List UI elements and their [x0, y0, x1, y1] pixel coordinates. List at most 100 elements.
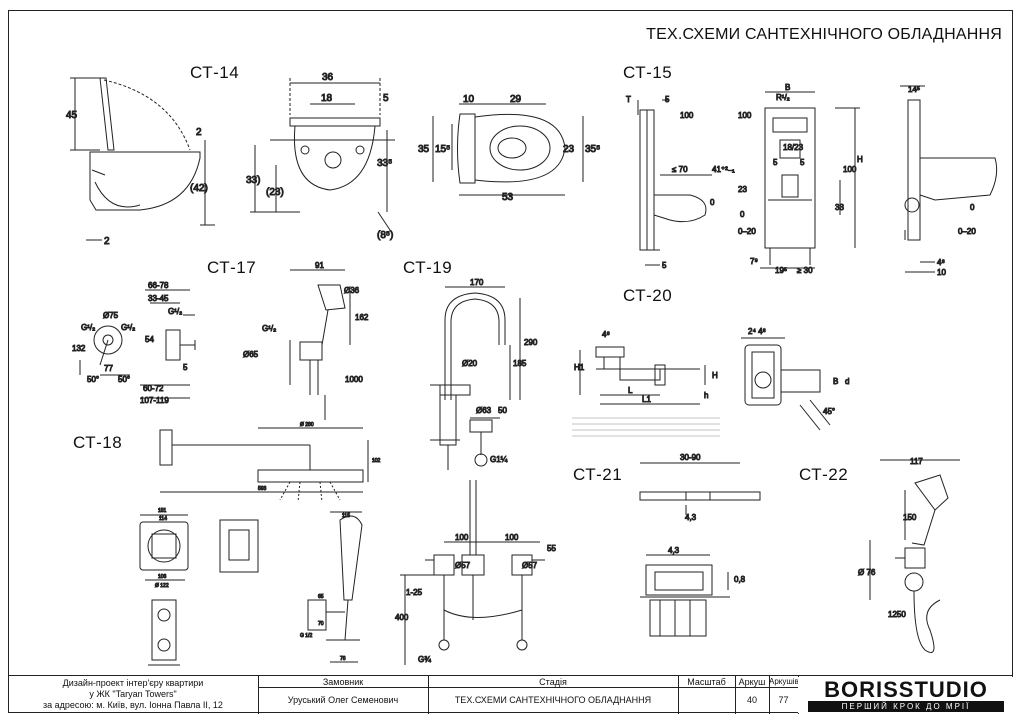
- dim-ct19-o63: Ø63: [476, 406, 492, 415]
- dim-ct21-3090: 30-90: [680, 453, 701, 462]
- title-block: Дизайн-проект інтер'єру квартири у ЖК "T…: [8, 675, 1013, 714]
- dim-ct19-290: 290: [524, 338, 538, 347]
- dim-ct19-o20: Ø20: [462, 359, 478, 368]
- ct17-mixer-front-view: [79, 325, 130, 376]
- dim-ct17-g12c: G¹/₂: [168, 307, 182, 316]
- label-ct14: СТ-14: [190, 63, 240, 82]
- ct15-installation-front-view: [760, 91, 860, 269]
- dim-ct15-14: 14⁵: [908, 85, 920, 94]
- label-ct20: СТ-20: [623, 286, 673, 305]
- dim-ct14-5: 5: [383, 93, 389, 104]
- dim-ct20-28: 2⁴ 4⁸: [748, 327, 766, 336]
- dim-ct14-29: 29: [510, 94, 522, 105]
- dim-ct21-43a: 4,3: [685, 513, 697, 522]
- dim-ct15-ge30: ≥ 30: [797, 266, 813, 275]
- sheet-title: ТЕХ.СХЕМИ САНТЕХНІЧНОГО ОБЛАДНАННЯ: [646, 26, 1002, 43]
- dim-ct22-o76: Ø 76: [858, 568, 876, 577]
- dim-ct17-g12a: G¹/₂: [81, 323, 95, 332]
- dim-ct15-5c: 5: [773, 158, 778, 167]
- stage-header: Стадія: [539, 677, 567, 687]
- stage-value: ТЕХ.СХЕМИ САНТЕХНІЧНОГО ОБЛАДНАННЯ: [454, 695, 652, 705]
- dim-ct15-19: 19⁵: [775, 266, 787, 275]
- dim-ct15-33: 33: [835, 203, 844, 212]
- dim-ct17-91: 91: [315, 261, 324, 270]
- ct18-shower-head-arm: [159, 427, 369, 503]
- dim-ct18-65: 65: [318, 594, 324, 600]
- dim-ct14-33: 33): [246, 175, 260, 186]
- dim-ct17-6678: 66-78: [148, 281, 169, 290]
- dim-ct19-o57a: Ø57: [455, 561, 471, 570]
- dim-ct17-6072: 60-72: [143, 384, 164, 393]
- dim-ct15-020a: 0–20: [738, 227, 756, 236]
- sheets-total: 77: [778, 695, 789, 705]
- label-ct15: СТ-15: [623, 63, 673, 82]
- dim-ct19-170: 170: [470, 278, 484, 287]
- ct18-thermostat-box: [139, 514, 259, 666]
- dim-ct20-b: B: [833, 377, 838, 386]
- ct15-installation-side-view-2: [900, 85, 998, 273]
- label-ct17: СТ-17: [207, 258, 257, 277]
- dim-ct19-125: 1-25: [406, 588, 423, 597]
- label-ct19: СТ-19: [403, 258, 453, 277]
- dim-ct17-1000: 1000: [345, 375, 363, 384]
- dim-ct15-020b: 0–20: [958, 227, 976, 236]
- dim-ct19-50: 50: [498, 406, 507, 415]
- project-line-3: за адресою: м. Київ, вул. Іонна Павла II…: [43, 700, 223, 710]
- customer-name: Уруський Олег Семенович: [287, 695, 399, 705]
- dim-ct15-10: 10: [937, 268, 946, 277]
- ct17-mixer-side-view: [140, 289, 196, 399]
- dim-ct18-115: 115: [342, 513, 350, 519]
- dim-ct14-155: 15⁵: [435, 144, 450, 155]
- ct14-toilet-side-view: [70, 77, 215, 241]
- dim-ct20-d: d: [845, 377, 849, 386]
- dim-ct15-41: 41⁺²₋₁: [712, 165, 735, 174]
- ct22-bidet-sprayer: [869, 459, 960, 653]
- dim-ct17-132: 132: [72, 344, 86, 353]
- dim-ct18-106: 106: [158, 574, 167, 580]
- dim-ct18-102: 102: [372, 458, 381, 464]
- dim-ct17-50b: 50°: [118, 375, 130, 384]
- dim-ct17-g12b: G¹/₂: [121, 323, 135, 332]
- dim-ct15-le70: ≤ 70: [672, 165, 688, 174]
- dim-ct14-53: 53: [502, 192, 514, 203]
- dim-ct15-b: B: [785, 83, 790, 92]
- sheet-header: Аркуш: [738, 677, 766, 687]
- customer-header: Замовник: [322, 677, 364, 687]
- dim-ct19-400: 400: [395, 613, 409, 622]
- dim-ct17-54: 54: [145, 335, 154, 344]
- dim-ct14-36: 36: [322, 72, 334, 83]
- studio-name: BORISSTUDIO: [824, 677, 988, 702]
- dim-ct14-23: (23): [266, 187, 284, 198]
- dim-ct14-23b: 23: [563, 144, 575, 155]
- dim-ct15-100c: 100: [843, 165, 857, 174]
- dim-ct22-117: 117: [910, 457, 923, 466]
- ct20-spec-table: [572, 417, 720, 437]
- dim-ct17-50a: 50°: [87, 375, 99, 384]
- dim-ct20-h: H: [712, 371, 718, 380]
- dim-ct17-3345: 33-45: [148, 294, 169, 303]
- dim-ct20-h1: H1: [574, 363, 585, 372]
- dim-ct15-r: R¹/₂: [776, 93, 790, 102]
- dim-ct19-100b: 100: [505, 533, 519, 542]
- ct14-toilet-front-view: [250, 78, 395, 231]
- dim-ct14-35: 35: [418, 144, 430, 155]
- dim-ct19-55: 55: [547, 544, 556, 553]
- dim-ct19-g114: G1¼: [490, 455, 508, 464]
- dim-ct17-g12d: G¹/₂: [262, 324, 276, 333]
- studio-logo: BORISSTUDIO ПЕРШИЙ КРОК ДО МРІЇ: [798, 677, 1013, 713]
- dim-ct14-2b: 2: [104, 236, 110, 247]
- dim-ct17-o36: Ø36: [344, 286, 360, 295]
- dim-ct18-280: Ø 280: [300, 422, 314, 428]
- ct15-installation-side-view: [637, 99, 712, 266]
- project-info: Дизайн-проект інтер'єру квартири у ЖК "T…: [8, 678, 258, 711]
- dim-ct15-0c: 0: [970, 203, 975, 212]
- label-ct22: СТ-22: [799, 465, 849, 484]
- dim-ct15-h: H: [857, 155, 863, 164]
- dim-ct18-78: 78: [340, 656, 346, 662]
- dim-ct15-100a: 100: [680, 111, 694, 120]
- dim-ct15-t: T: [626, 95, 631, 104]
- dim-ct14-335: 33⁵: [377, 158, 392, 169]
- label-ct18: СТ-18: [73, 433, 123, 452]
